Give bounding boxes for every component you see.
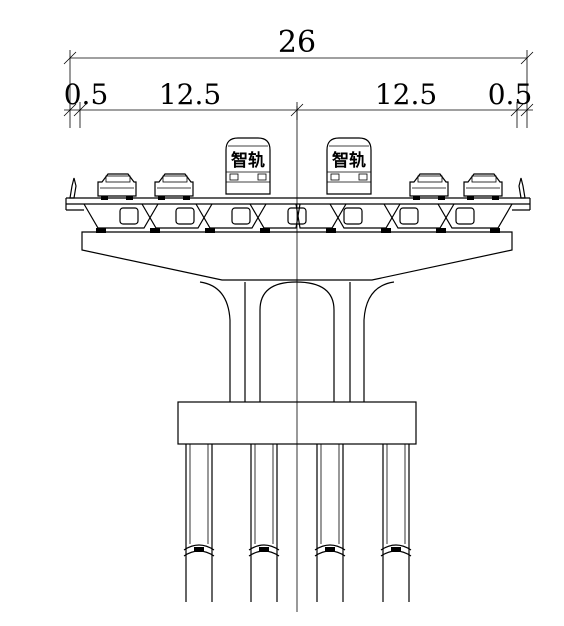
dimension-segments: 0.5 12.5 12.5 0.5 — [63, 78, 534, 128]
cap-beam — [81, 231, 513, 281]
pile — [314, 444, 346, 602]
left-edge-width-label: 0.5 — [64, 78, 109, 111]
pile — [248, 444, 280, 602]
bearings — [96, 228, 500, 233]
car-icon — [97, 173, 137, 200]
right-edge-width-label: 0.5 — [488, 78, 533, 111]
pile — [183, 444, 215, 602]
tram-label: 智轨 — [332, 150, 366, 171]
pile — [380, 444, 412, 602]
tram-right: 智轨 — [326, 137, 372, 195]
piles — [183, 444, 412, 602]
pier-columns — [199, 281, 395, 402]
car-icon — [463, 173, 503, 200]
tram-left: 智轨 — [225, 137, 271, 195]
left-lanes-width-label: 12.5 — [159, 78, 221, 111]
car-icon — [154, 173, 194, 200]
tram-label: 智轨 — [231, 150, 265, 171]
dimension-overall: 26 — [63, 25, 534, 128]
right-lanes-width-label: 12.5 — [375, 78, 437, 111]
car-icon — [409, 173, 449, 200]
overall-width-label: 26 — [278, 25, 316, 60]
deck — [65, 177, 531, 233]
deck-voids — [119, 207, 475, 225]
deck-beams — [83, 203, 513, 229]
